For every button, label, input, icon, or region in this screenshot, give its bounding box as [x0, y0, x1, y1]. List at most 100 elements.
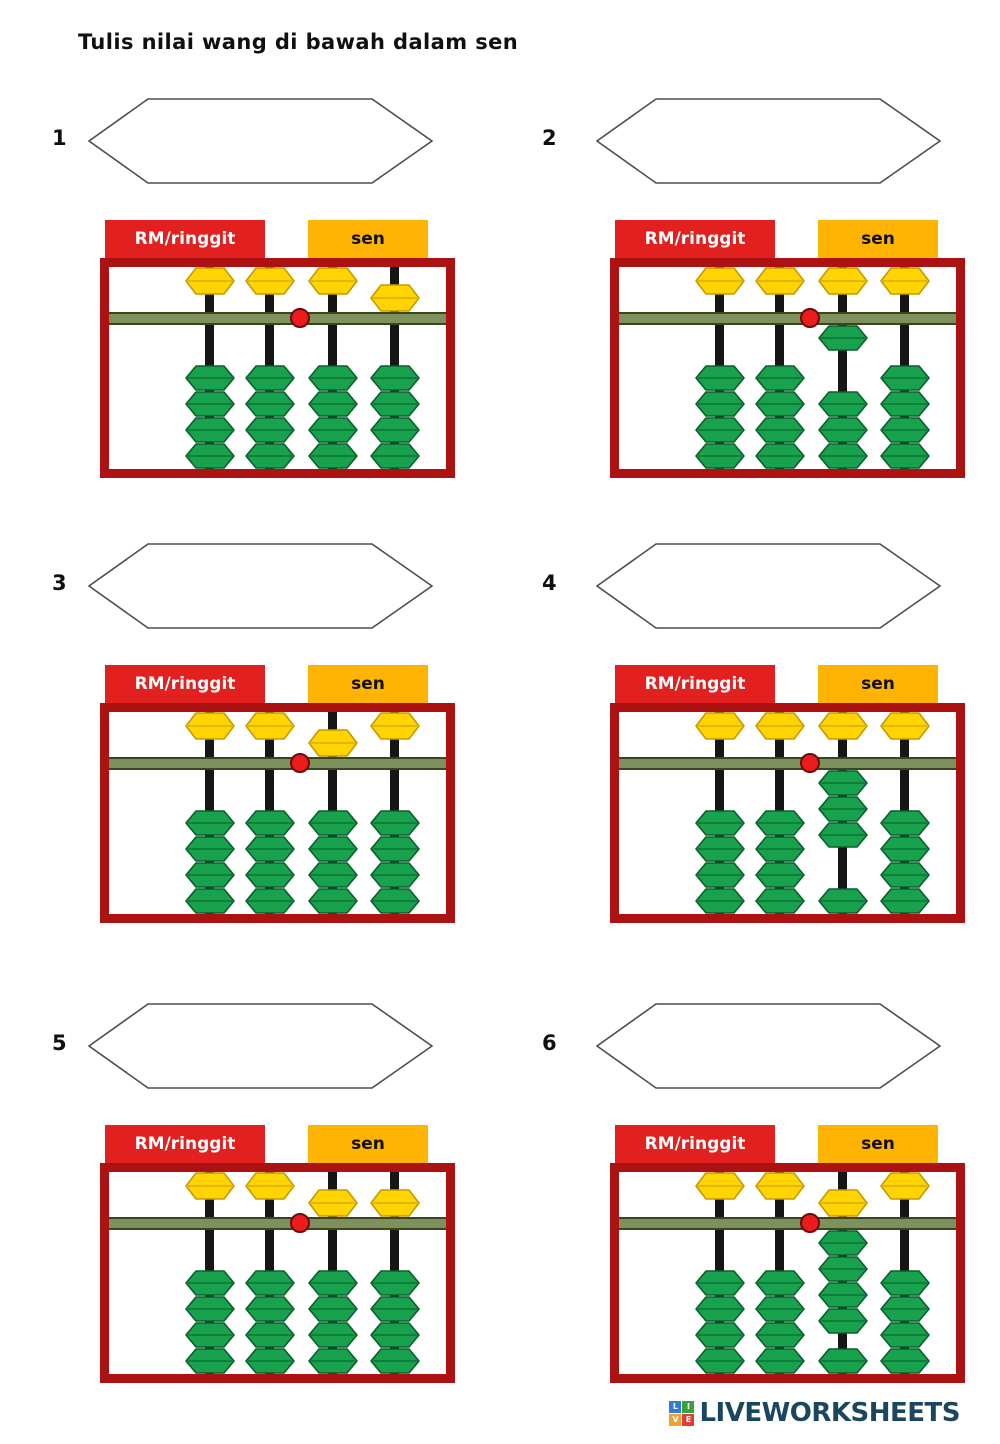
- lower-bead: [694, 1270, 745, 1296]
- lower-bead: [754, 888, 805, 914]
- abacus-beam: [619, 757, 956, 770]
- lower-bead: [184, 1348, 235, 1374]
- lower-bead: [184, 365, 235, 391]
- lower-bead: [369, 810, 420, 836]
- problem-number: 4: [542, 571, 557, 595]
- beam-marker-dot: [290, 308, 310, 328]
- answer-text: [88, 98, 433, 184]
- lower-bead: [369, 1296, 420, 1322]
- logo-tile: V: [669, 1413, 682, 1426]
- lower-bead: [879, 365, 930, 391]
- lower-bead: [694, 888, 745, 914]
- lower-bead: [369, 888, 420, 914]
- upper-bead: [307, 729, 358, 757]
- lower-bead: [184, 1296, 235, 1322]
- rm-ringgit-label: RM/ringgit: [105, 665, 265, 703]
- lower-bead: [184, 862, 235, 888]
- sen-label: sen: [308, 665, 428, 703]
- lower-bead: [184, 443, 235, 469]
- lower-bead: [879, 810, 930, 836]
- lower-bead: [307, 1322, 358, 1348]
- lower-bead: [754, 1348, 805, 1374]
- lower-bead: [369, 836, 420, 862]
- lower-bead: [244, 391, 295, 417]
- lower-bead: [694, 862, 745, 888]
- lower-bead: [694, 1322, 745, 1348]
- lower-bead: [369, 365, 420, 391]
- lower-bead: [879, 417, 930, 443]
- upper-bead: [694, 267, 745, 295]
- abacus-beam: [109, 757, 446, 770]
- upper-bead: [754, 267, 805, 295]
- lower-bead: [879, 1348, 930, 1374]
- upper-bead: [307, 1189, 358, 1217]
- logo-tile: E: [682, 1413, 695, 1426]
- lower-bead: [694, 391, 745, 417]
- upper-bead: [244, 267, 295, 295]
- lower-bead: [879, 888, 930, 914]
- lower-bead: [694, 1348, 745, 1374]
- upper-bead: [817, 712, 868, 740]
- lower-bead: [694, 443, 745, 469]
- lower-bead: [307, 391, 358, 417]
- upper-bead: [369, 712, 420, 740]
- answer-box[interactable]: [87, 543, 434, 629]
- answer-text: [596, 543, 941, 629]
- lower-bead: [307, 443, 358, 469]
- lower-bead: [244, 1296, 295, 1322]
- lower-bead: [817, 1348, 868, 1374]
- answer-box[interactable]: [595, 98, 942, 184]
- answer-box[interactable]: [595, 543, 942, 629]
- answer-box[interactable]: [87, 98, 434, 184]
- lower-bead: [184, 836, 235, 862]
- answer-box[interactable]: [595, 1003, 942, 1089]
- beam-marker-dot: [290, 753, 310, 773]
- upper-bead: [817, 1189, 868, 1217]
- rm-ringgit-label: RM/ringgit: [615, 665, 775, 703]
- lower-bead: [754, 810, 805, 836]
- upper-bead: [754, 1172, 805, 1200]
- lower-bead: [879, 443, 930, 469]
- abacus-beam: [109, 1217, 446, 1230]
- sen-label: sen: [818, 1125, 938, 1163]
- lower-bead: [817, 822, 868, 848]
- lower-bead: [307, 365, 358, 391]
- rm-ringgit-label: RM/ringgit: [615, 1125, 775, 1163]
- lower-bead: [754, 1296, 805, 1322]
- lower-bead: [307, 836, 358, 862]
- lower-bead: [307, 1296, 358, 1322]
- lower-bead: [369, 391, 420, 417]
- lower-bead: [754, 836, 805, 862]
- lower-bead: [754, 1270, 805, 1296]
- lower-bead: [879, 1322, 930, 1348]
- sen-label: sen: [818, 665, 938, 703]
- abacus-frame: [100, 703, 455, 923]
- lower-bead: [369, 862, 420, 888]
- lower-bead: [244, 417, 295, 443]
- abacus-frame: [610, 703, 965, 923]
- lower-bead: [879, 1296, 930, 1322]
- lower-bead: [754, 417, 805, 443]
- lower-bead: [754, 391, 805, 417]
- lower-bead: [244, 888, 295, 914]
- answer-text: [596, 1003, 941, 1089]
- lower-bead: [817, 417, 868, 443]
- upper-bead: [244, 712, 295, 740]
- answer-text: [88, 1003, 433, 1089]
- lower-bead: [754, 443, 805, 469]
- lower-bead: [369, 1348, 420, 1374]
- abacus-frame: [100, 1163, 455, 1383]
- upper-bead: [879, 712, 930, 740]
- abacus-frame: [610, 1163, 965, 1383]
- upper-bead: [817, 267, 868, 295]
- lower-bead: [184, 417, 235, 443]
- lower-bead: [244, 862, 295, 888]
- lower-bead: [694, 1296, 745, 1322]
- lower-bead: [244, 836, 295, 862]
- logo-tile: I: [682, 1400, 695, 1413]
- lower-bead: [244, 810, 295, 836]
- abacus-beam: [109, 312, 446, 325]
- answer-box[interactable]: [87, 1003, 434, 1089]
- lower-bead: [754, 862, 805, 888]
